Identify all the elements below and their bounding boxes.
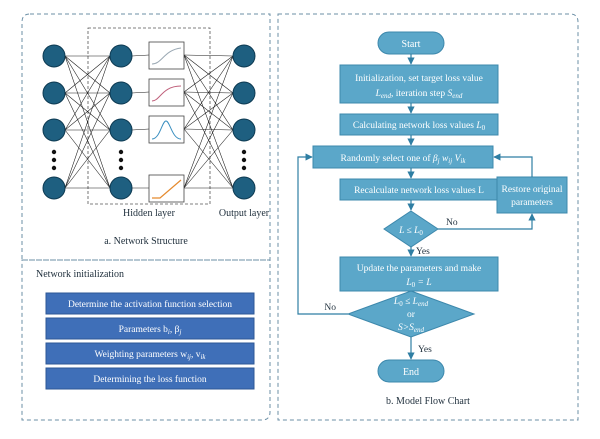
- panel-network-initialization: Network initialization Determine the act…: [21, 259, 271, 421]
- flow-recalculate-label: Recalculate network loss values L: [354, 186, 484, 196]
- label-yes-2: Yes: [418, 345, 432, 355]
- init-step-parameters-label: Parameters bi, βj: [119, 325, 182, 336]
- connection-line: [64, 55, 111, 94]
- output-node: [232, 176, 256, 200]
- ellipsis-dot: [241, 157, 247, 163]
- connection-line: [183, 128, 234, 131]
- flow-end: [377, 359, 445, 383]
- flow-update-line2: L0 = L: [405, 278, 431, 289]
- activation-box-sigmoid: [148, 41, 185, 70]
- flow-initialization: [339, 64, 499, 104]
- flow-update-line1: Update the parameters and make: [357, 264, 482, 274]
- arrow-restore-to-random: [493, 153, 533, 177]
- connection-line: [183, 55, 234, 130]
- output-node: [232, 44, 256, 68]
- connection-line: [131, 91, 150, 94]
- connection-line: [64, 92, 111, 189]
- flow-update: [339, 256, 499, 292]
- init-step-parameters: [45, 317, 255, 340]
- activation-box-tanh: [148, 78, 185, 107]
- ellipsis-dot: [118, 149, 124, 155]
- hidden-node: [109, 81, 133, 105]
- input-layer: [42, 44, 66, 200]
- panel-b-caption: b. Model Flow Chart: [386, 396, 470, 407]
- panel-init-border: [21, 259, 271, 421]
- relu-line-icon: [152, 179, 182, 199]
- connection-line: [183, 54, 234, 57]
- connection-line: [64, 55, 111, 131]
- ellipsis-dot: [241, 149, 247, 155]
- arrow-no-loop: [297, 153, 348, 315]
- flow-decision-stop-line1: L0 ≤ Lend: [393, 297, 429, 308]
- ellipsis-dot: [241, 165, 247, 171]
- init-step-weights: [45, 342, 255, 365]
- input-node: [42, 118, 66, 142]
- panel-model-flow-chart: Start Initialization, set target loss va…: [277, 13, 579, 421]
- ellipsis-dot: [118, 165, 124, 171]
- label-no-2: No: [324, 303, 336, 313]
- flow-initialization-line1: Initialization, set target loss value: [355, 74, 483, 84]
- output-layer: [232, 44, 256, 200]
- hidden-layer-label: Hidden layer: [123, 208, 176, 219]
- flow-calculating-label: Calculating network loss values L0: [353, 121, 486, 132]
- output-node: [232, 118, 256, 142]
- connection-line: [131, 54, 150, 57]
- flow-random-select-label: Randomly select one of βj wij Vik: [341, 153, 467, 165]
- flow-end-label: End: [403, 367, 419, 378]
- connection-line: [183, 92, 234, 189]
- hidden-node: [109, 44, 133, 68]
- connection-line: [183, 55, 234, 189]
- connection-line: [183, 55, 234, 93]
- connection-line: [183, 92, 234, 130]
- flow-random-select: [312, 145, 494, 169]
- flow-start-label: Start: [402, 39, 421, 50]
- flow-calculating: [339, 113, 499, 136]
- init-step-loss: [45, 367, 255, 390]
- gaussian-curve-icon: [151, 120, 182, 140]
- hidden-node: [109, 176, 133, 200]
- ellipsis-dot: [51, 157, 57, 163]
- connection-line: [183, 129, 234, 189]
- tanh-curve-icon: [151, 85, 182, 102]
- ellipsis-dot: [118, 157, 124, 163]
- init-step-activation-label: Determine the activation function select…: [68, 299, 232, 310]
- panel-network-structure: Hidden layer Output layer a. Network Str…: [21, 13, 271, 261]
- connection-line: [183, 128, 234, 189]
- connection-line: [64, 92, 111, 131]
- input-node: [42, 176, 66, 200]
- ellipsis-dot: [51, 149, 57, 155]
- hidden-layer-box: [87, 27, 211, 205]
- connection-line: [131, 128, 150, 131]
- flow-decision-stop-line3: S>Send: [398, 323, 425, 334]
- init-title: Network initialization: [36, 269, 124, 280]
- connection-line: [64, 55, 111, 189]
- output-layer-label: Output layer: [219, 208, 270, 219]
- flow-restore: [496, 176, 568, 214]
- panel-a-border: [21, 13, 271, 261]
- connection-line: [64, 129, 111, 189]
- arrow-no-to-restore: [438, 213, 536, 230]
- panel-a-caption: a. Network Structure: [104, 236, 188, 247]
- input-node: [42, 81, 66, 105]
- sigmoid-curve-icon: [151, 47, 182, 65]
- init-step-weights-label: Weighting parameters wij, vik: [94, 350, 206, 361]
- panel-b-border: [277, 13, 579, 421]
- label-yes-1: Yes: [416, 247, 430, 257]
- hidden-node: [109, 118, 133, 142]
- ellipsis-dot: [51, 165, 57, 171]
- activation-functions: [148, 41, 185, 203]
- flow-restore-line1: Restore original: [502, 185, 563, 195]
- hidden-layer: [109, 44, 133, 200]
- label-no-1: No: [446, 218, 458, 228]
- init-step-loss-label: Determining the loss function: [93, 374, 206, 385]
- input-node: [42, 44, 66, 68]
- init-step-activation: [45, 292, 255, 315]
- flow-decision-loss-label: L ≤ L0: [398, 226, 423, 237]
- flow-decision-stop-or: or: [407, 310, 416, 320]
- output-node: [232, 81, 256, 105]
- connections: [64, 54, 234, 189]
- flow-initialization-line2: Lend, iteration step Send: [375, 89, 463, 100]
- flow-restore-line2: parameters: [511, 198, 553, 208]
